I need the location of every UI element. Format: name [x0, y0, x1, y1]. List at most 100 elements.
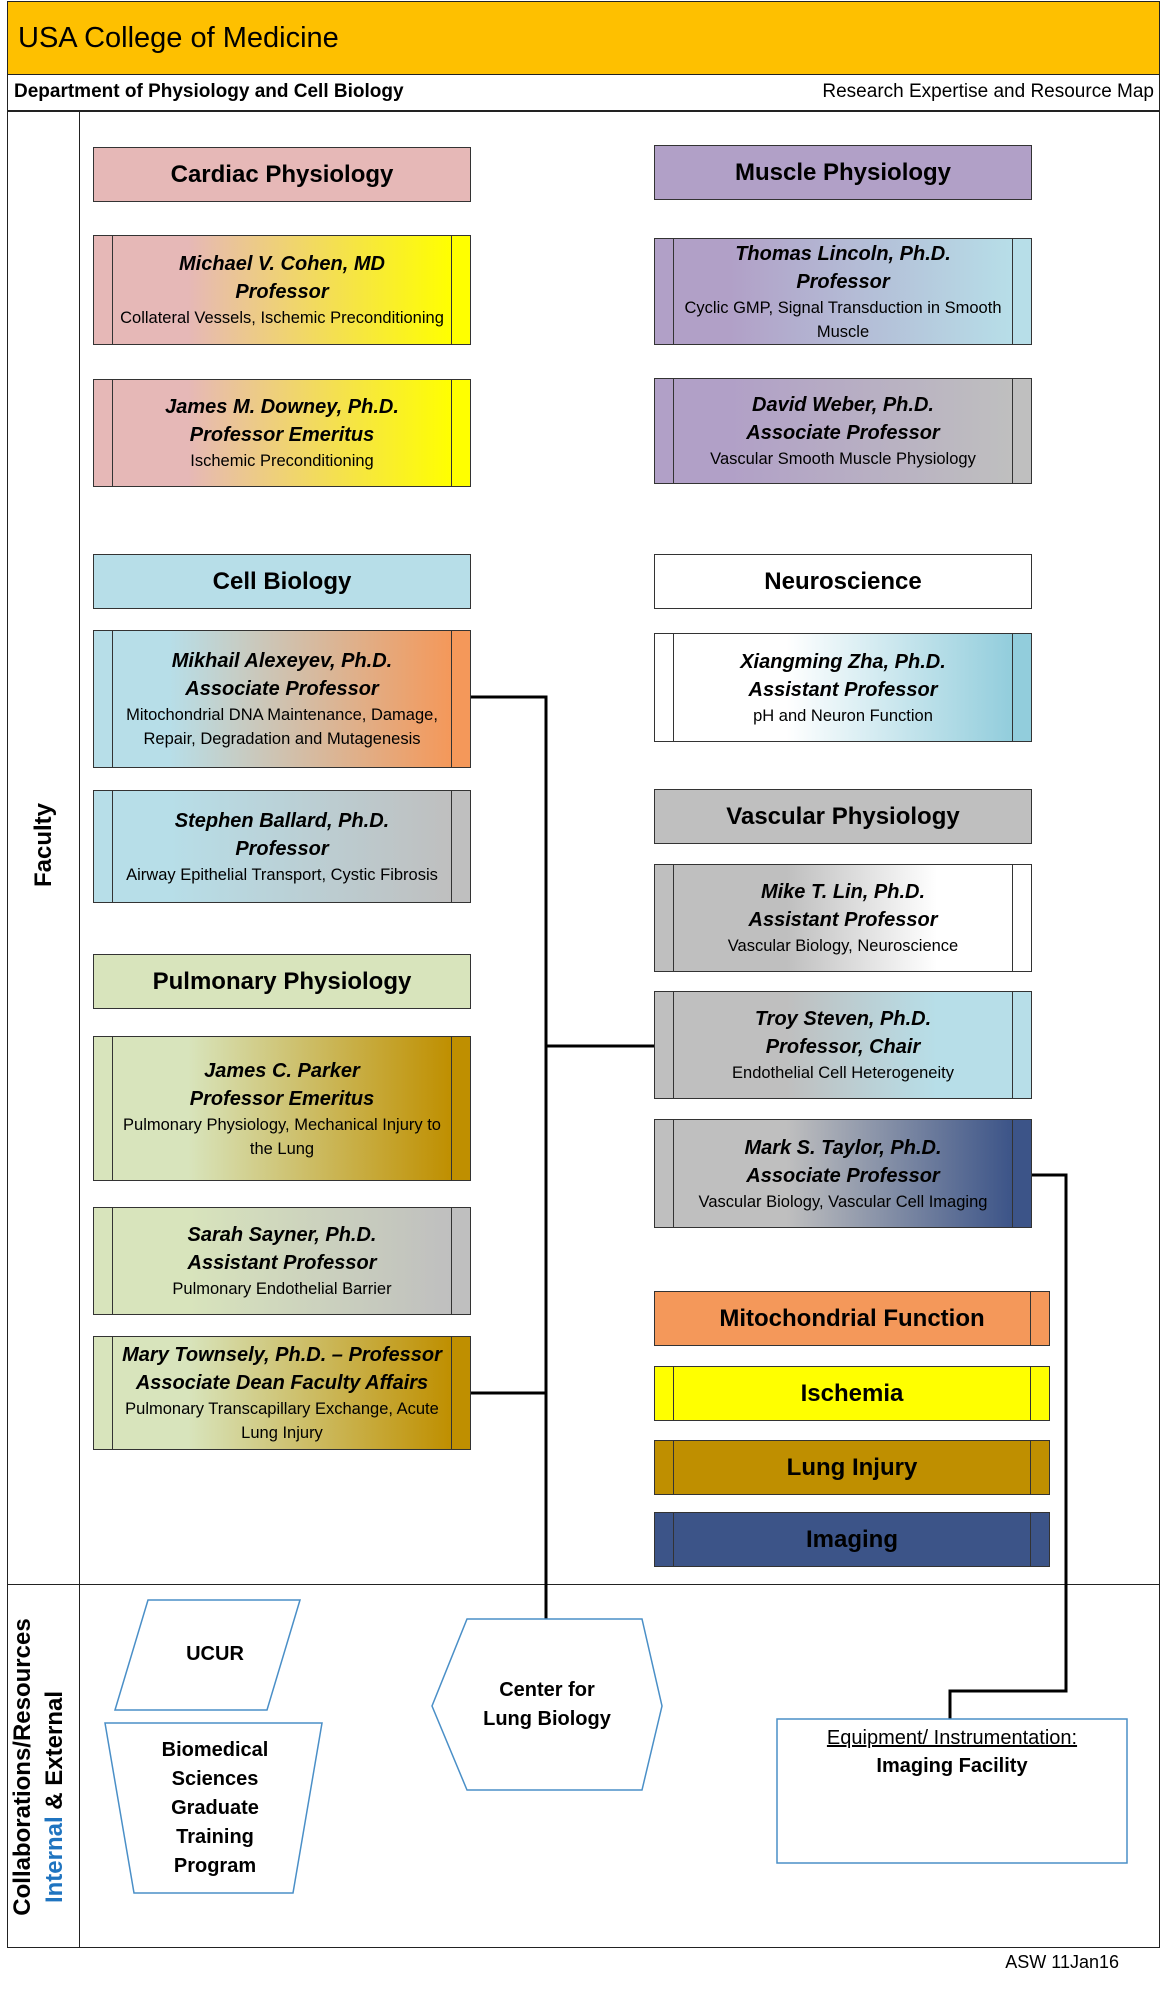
card-bar	[655, 379, 674, 483]
faculty-title: Associate Dean Faculty Affairs	[135, 1372, 429, 1394]
legend-lung-injury: Lung Injury	[654, 1440, 1050, 1495]
legend-imaging: Imaging	[654, 1512, 1050, 1567]
map-title: Research Expertise and Resource Map	[822, 81, 1154, 102]
section-divider	[7, 1584, 1160, 1585]
faculty-research: Cyclic GMP, Signal Transduction in Smoot…	[684, 298, 1002, 341]
center-label: Center for Lung Biology	[483, 1679, 611, 1730]
card-bar	[94, 1337, 113, 1449]
faculty-card-parker: James C. Parker Professor Emeritus Pulmo…	[93, 1036, 471, 1181]
faculty-card-downey: James M. Downey, Ph.D. Professor Emeritu…	[93, 379, 471, 487]
biomed-shape	[104, 1722, 323, 1894]
faculty-title: Associate Professor	[746, 1164, 940, 1187]
faculty-name: James C. Parker	[204, 1059, 360, 1082]
legend-bar	[1030, 1513, 1049, 1566]
card-bar	[1012, 1120, 1031, 1227]
faculty-name: Troy Steven, Ph.D.	[754, 1008, 932, 1030]
legend-label: Lung Injury	[786, 1453, 918, 1481]
faculty-name: Mike T. Lin, Ph.D.	[760, 881, 926, 903]
faculty-name: David Weber, Ph.D.	[752, 394, 934, 416]
legend-bar	[655, 1441, 674, 1494]
card-bar	[94, 1208, 113, 1314]
faculty-title: Professor	[796, 270, 890, 293]
department-name: Department of Physiology and Cell Biolog…	[14, 81, 404, 102]
faculty-name: Sarah Sayner, Ph.D.	[187, 1224, 377, 1246]
faculty-card-sayner: Sarah Sayner, Ph.D. Assistant Professor …	[93, 1207, 471, 1315]
card-bar	[451, 1208, 470, 1314]
faculty-name: Michael V. Cohen, MD	[179, 253, 385, 275]
card-bar	[94, 380, 113, 486]
card-bar	[1012, 865, 1031, 971]
faculty-card-cohen: Michael V. Cohen, MD Professor Collatera…	[93, 235, 471, 345]
group-header-label: Cell Biology	[212, 567, 352, 595]
equipment-shape	[776, 1718, 1128, 1864]
main-frame	[7, 111, 1160, 1948]
group-header-label: Pulmonary Physiology	[152, 967, 412, 995]
card-bar	[451, 1337, 470, 1449]
group-header-cardiac: Cardiac Physiology	[93, 147, 471, 202]
group-header-vascular: Vascular Physiology	[654, 789, 1032, 844]
faculty-name: Stephen Ballard, Ph.D.	[174, 809, 390, 832]
biomed-label: Biomedical Sciences Graduate Training Pr…	[161, 1739, 269, 1877]
group-header-label: Neuroscience	[764, 567, 922, 595]
card-bar	[1012, 634, 1031, 741]
faculty-name: James M. Downey, Ph.D.	[165, 396, 399, 418]
connector-taylor	[948, 1173, 1068, 1720]
faculty-title: Professor Emeritus	[189, 1087, 375, 1110]
faculty-title: Assistant Professor	[748, 678, 938, 701]
card-bar	[655, 1120, 674, 1227]
faculty-research: Vascular Biology, Neuroscience	[727, 937, 959, 955]
faculty-research: Vascular Smooth Muscle Physiology	[710, 450, 976, 468]
faculty-title: Professor	[235, 281, 329, 303]
faculty-card-zha: Xiangming Zha, Ph.D. Assistant Professor…	[654, 633, 1032, 742]
ucur-label: UCUR	[186, 1643, 244, 1665]
faculty-research: pH and Neuron Function	[753, 706, 933, 725]
card-bar	[451, 236, 470, 344]
faculty-name: Xiangming Zha, Ph.D.	[740, 650, 946, 673]
side-divider	[79, 111, 80, 1948]
faculty-title: Assistant Professor	[748, 909, 938, 931]
faculty-title: Professor, Chair	[765, 1036, 921, 1058]
legend-ischemia: Ischemia	[654, 1366, 1050, 1421]
group-header-label: Cardiac Physiology	[170, 160, 394, 188]
card-bar	[94, 631, 113, 767]
faculty-card-alexeyev: Mikhail Alexeyev, Ph.D. Associate Profes…	[93, 630, 471, 768]
faculty-name: Mikhail Alexeyev, Ph.D.	[171, 650, 393, 672]
faculty-name: Mark S. Taylor, Ph.D.	[744, 1136, 942, 1159]
faculty-card-ballard: Stephen Ballard, Ph.D. Professor Airway …	[93, 790, 471, 903]
faculty-research: Mitochondrial DNA Maintenance, Damage, R…	[126, 706, 438, 748]
group-header-neuroscience: Neuroscience	[654, 554, 1032, 609]
faculty-research: Pulmonary Physiology, Mechanical Injury …	[123, 1115, 441, 1158]
faculty-research: Ischemic Preconditioning	[190, 452, 374, 470]
page-title: USA College of Medicine	[18, 22, 339, 54]
card-bar	[451, 631, 470, 767]
card-bar	[94, 791, 113, 902]
faculty-name: Mary Townsely, Ph.D. – Professor	[122, 1344, 442, 1366]
ucur-shape	[113, 1599, 302, 1711]
legend-label: Imaging	[805, 1525, 898, 1553]
faculty-card-weber: David Weber, Ph.D. Associate Professor V…	[654, 378, 1032, 484]
card-bar	[451, 1037, 470, 1180]
group-header-label: Muscle Physiology	[734, 158, 952, 186]
faculty-research: Collateral Vessels, Ischemic Preconditio…	[120, 309, 444, 327]
card-bar	[1012, 239, 1031, 344]
card-bar	[655, 865, 674, 971]
faculty-research: Pulmonary Transcapillary Exchange, Acute…	[125, 1400, 439, 1442]
legend-bar	[655, 1513, 674, 1566]
connector-alexeyev	[470, 695, 548, 1620]
faculty-card-taylor: Mark S. Taylor, Ph.D. Associate Professo…	[654, 1119, 1032, 1228]
faculty-card-stevens: Troy Steven, Ph.D. Professor, Chair Endo…	[654, 991, 1032, 1099]
faculty-title: Professor	[235, 837, 329, 860]
group-header-label: Vascular Physiology	[726, 802, 960, 830]
card-bar	[94, 1037, 113, 1180]
faculty-title: Professor Emeritus	[189, 424, 375, 446]
equipment-item: Imaging Facility	[876, 1755, 1028, 1777]
faculty-title: Associate Professor	[185, 678, 379, 700]
footer-note: ASW 11Jan16	[1005, 1952, 1119, 1972]
faculty-name: Thomas Lincoln, Ph.D.	[735, 242, 951, 265]
group-header-muscle: Muscle Physiology	[654, 145, 1032, 200]
faculty-research: Vascular Biology, Vascular Cell Imaging	[698, 1192, 988, 1211]
faculty-research: Pulmonary Endothelial Barrier	[172, 1280, 392, 1298]
faculty-research: Airway Epithelial Transport, Cystic Fibr…	[126, 865, 438, 884]
card-bar	[655, 634, 674, 741]
